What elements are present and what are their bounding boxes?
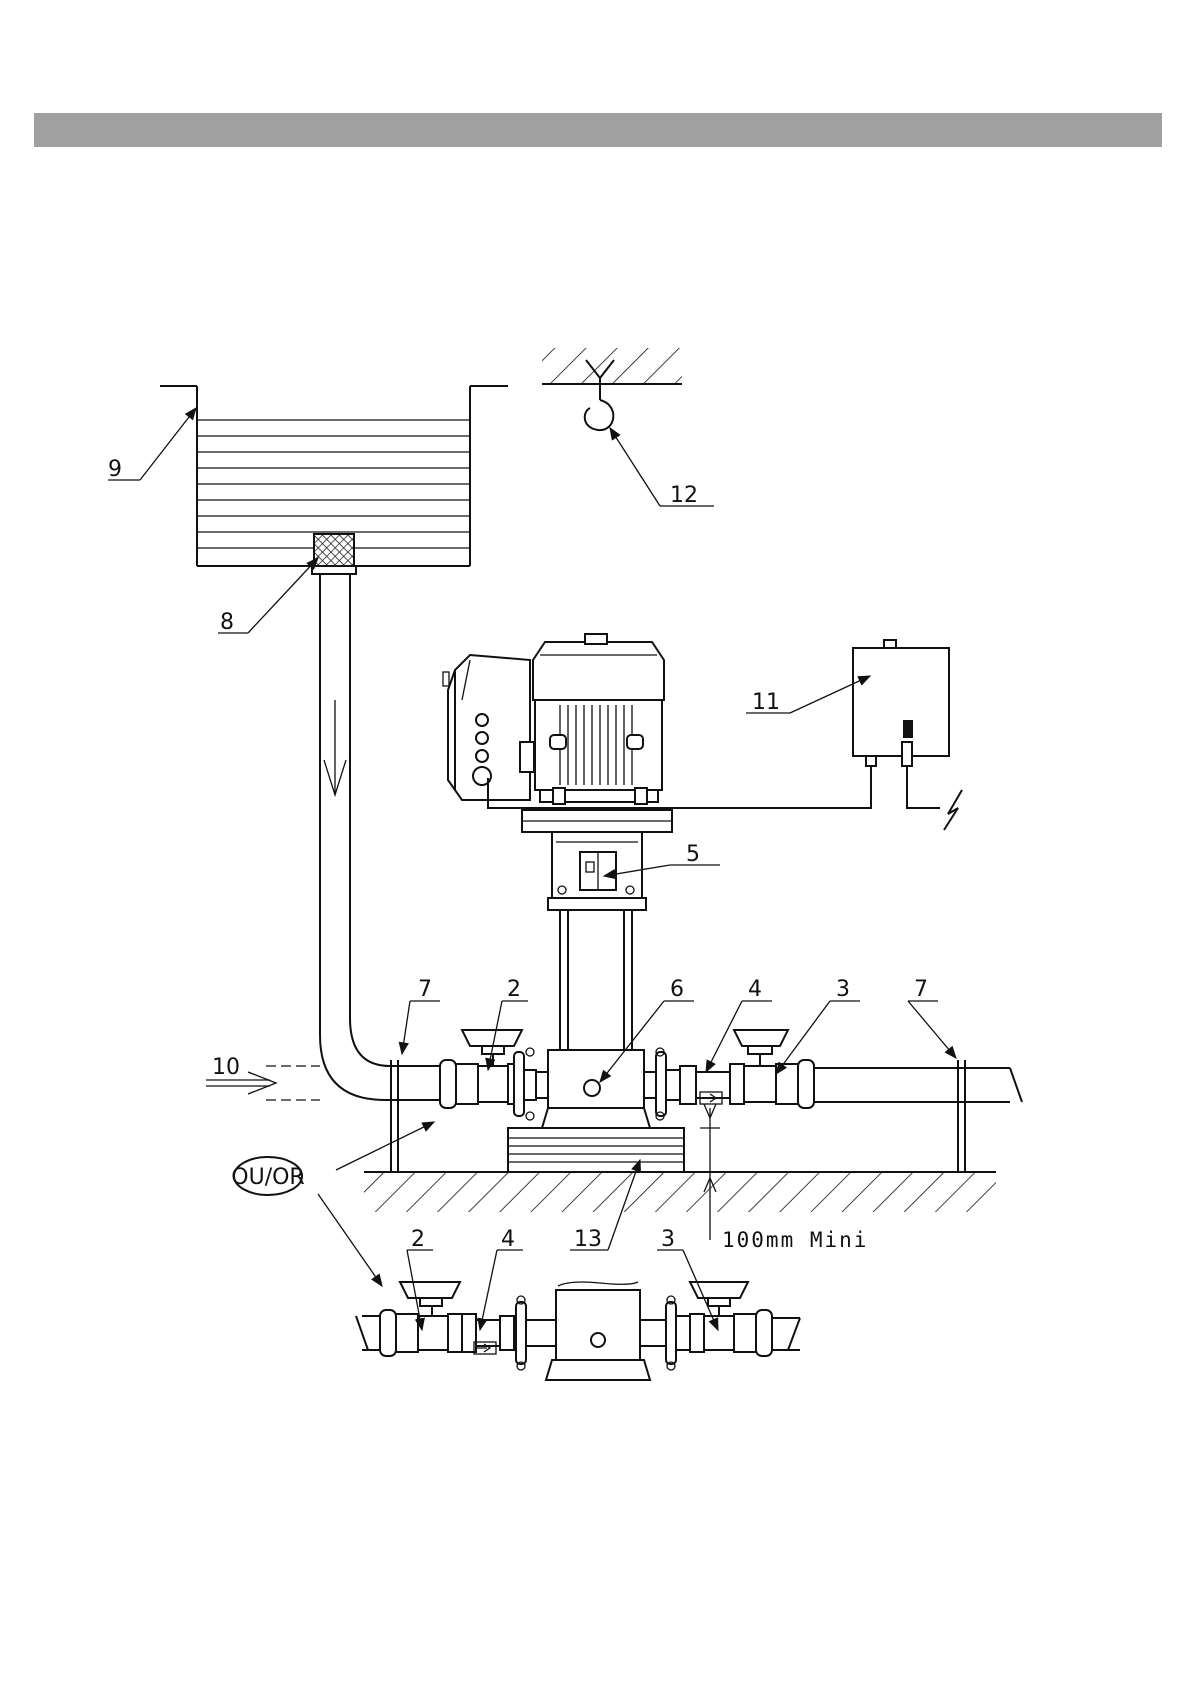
label-8: 8 (220, 610, 234, 635)
water-lines (197, 420, 470, 548)
label-13: 13 (574, 1227, 602, 1252)
detail-label-2: 2 (411, 1227, 425, 1252)
alternative-detail (356, 1282, 800, 1380)
ceiling (542, 348, 682, 384)
label-6: 6 (670, 977, 684, 1002)
label-10: 10 (212, 1055, 240, 1080)
strainer (314, 534, 354, 566)
min-height-label: 100mm Mini (722, 1228, 868, 1252)
ou-or-label: OU/OR (231, 1165, 304, 1190)
pipe-support-left (391, 1060, 398, 1172)
label-9: 9 (108, 457, 122, 482)
label-12: 12 (670, 483, 698, 508)
pump-lantern (522, 810, 672, 910)
detail-label-3: 3 (661, 1227, 675, 1252)
label-7-right: 7 (914, 977, 928, 1002)
detail-label-4: 4 (501, 1227, 515, 1252)
main-pipeline (385, 1030, 1022, 1120)
pump-column (555, 910, 638, 1050)
support-block (508, 1128, 684, 1172)
pump-base (542, 1050, 650, 1128)
pipe-support-right (958, 1060, 965, 1172)
motor (533, 634, 664, 804)
suction-pipe (320, 574, 390, 1100)
label-2: 2 (507, 977, 521, 1002)
control-box (853, 640, 949, 766)
ground (364, 1172, 996, 1212)
label-7-left: 7 (418, 977, 432, 1002)
lightning-icon (907, 766, 962, 830)
label-4: 4 (748, 977, 762, 1002)
label-11: 11 (752, 690, 780, 715)
label-5: 5 (686, 842, 700, 867)
label-3: 3 (836, 977, 850, 1002)
